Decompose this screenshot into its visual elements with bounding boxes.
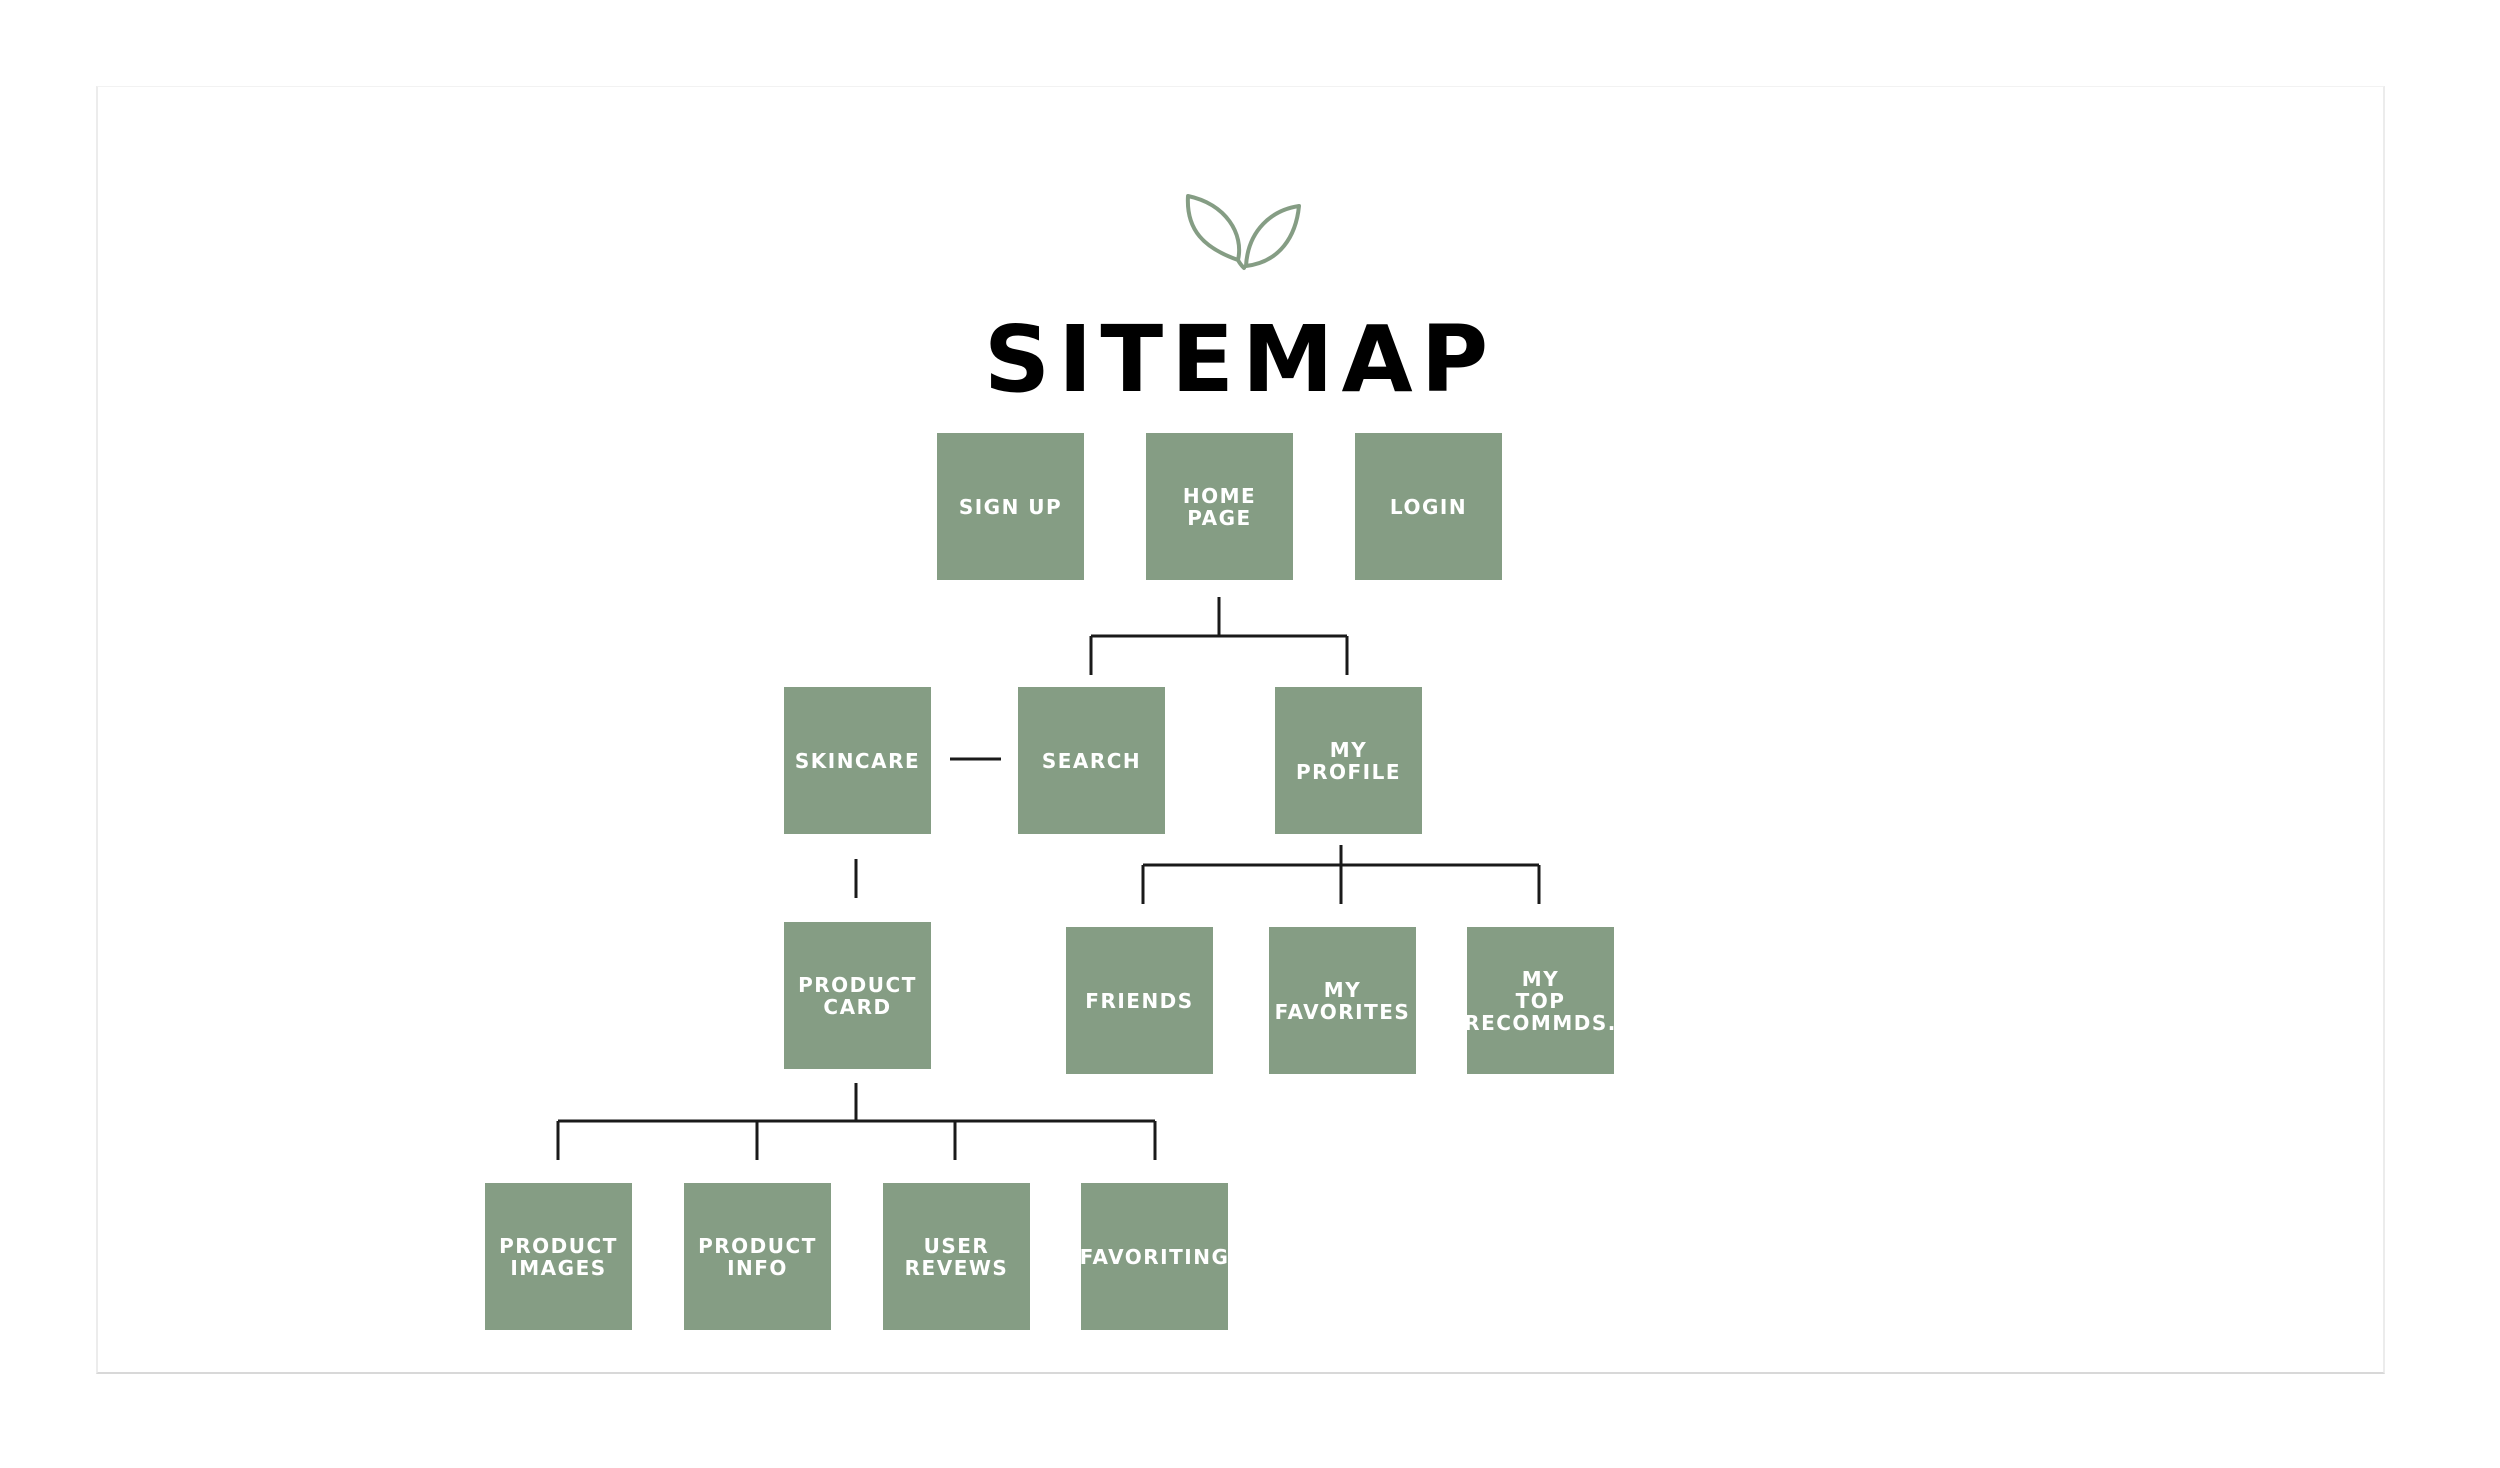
node-my-top-recommds[interactable]: MY TOP RECOMMDS. xyxy=(1464,927,1615,1074)
node-product-images[interactable]: PRODUCT IMAGES xyxy=(485,1183,632,1330)
node-product-info[interactable]: PRODUCT INFO xyxy=(684,1183,831,1330)
leaves-icon xyxy=(1185,194,1301,270)
node-login[interactable]: LOGIN xyxy=(1355,433,1502,580)
node-sign-up[interactable]: SIGN UP xyxy=(937,433,1084,580)
slide-canvas xyxy=(96,86,2385,1374)
node-search[interactable]: SEARCH xyxy=(1018,687,1165,834)
node-my-favorites[interactable]: MY FAVORITES xyxy=(1269,927,1416,1074)
node-home-page[interactable]: HOME PAGE xyxy=(1146,433,1293,580)
node-friends[interactable]: FRIENDS xyxy=(1066,927,1213,1074)
node-product-card[interactable]: PRODUCT CARD xyxy=(784,922,931,1069)
node-skincare[interactable]: SKINCARE xyxy=(784,687,931,834)
node-my-profile[interactable]: MY PROFILE xyxy=(1275,687,1422,834)
page-title: SITEMAP xyxy=(983,306,1497,413)
node-user-reviews[interactable]: USER REVEWS xyxy=(883,1183,1030,1330)
node-favoriting[interactable]: FAVORITING xyxy=(1080,1183,1228,1330)
